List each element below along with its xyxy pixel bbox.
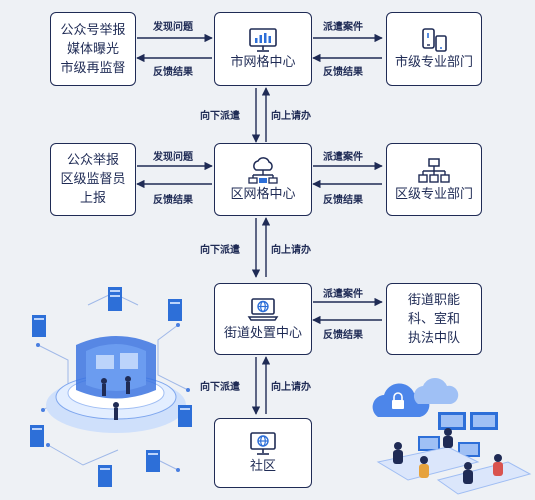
analytics-monitor-icon: [249, 28, 277, 52]
edge-label-feedback-5: 反馈结果: [323, 330, 363, 341]
edge-label-report-issue-1: 发现问题: [153, 22, 193, 33]
city-grid-center-box: 市网格中心: [214, 12, 312, 86]
district-grid-center-label: 区网格中心: [230, 186, 296, 202]
city-source-line-3: 市级再监督: [60, 60, 126, 76]
street-center-box: 街道处置中心: [214, 283, 312, 355]
edge-label-report-issue-2: 发现问题: [153, 152, 193, 163]
monitor-globe-icon: [250, 432, 276, 455]
district-source-line-3: 上报: [79, 191, 106, 206]
edge-label-feedback-2: 反馈结果: [323, 67, 363, 78]
street-units-line-2: 科、室和: [407, 311, 460, 327]
city-grid-center-label: 市网格中心: [230, 55, 296, 70]
city-source-box: 公众号举报 媒体曝光 市级再监督: [50, 12, 136, 86]
org-hierarchy-icon: [418, 157, 450, 183]
edge-label-feedback-4: 反馈结果: [323, 195, 363, 206]
edge-label-feedback-1: 反馈结果: [153, 67, 193, 78]
city-departments-box: 市级专业部门: [386, 12, 482, 86]
street-center-label: 街道处置中心: [223, 326, 302, 341]
city-source-line-1: 公众号举报: [60, 22, 126, 38]
devices-icon: [422, 28, 447, 52]
city-departments-label: 市级专业部门: [394, 55, 473, 70]
district-source-line-2: 区级监督员: [60, 172, 126, 187]
edge-label-request-up-1: 向上请办: [271, 111, 311, 122]
edge-label-feedback-3: 反馈结果: [153, 195, 193, 206]
community-label: 社区: [249, 459, 276, 474]
edge-label-request-up-2: 向上请办: [271, 245, 311, 256]
edge-label-dispatch-down-3: 向下派遣: [200, 382, 240, 393]
district-departments-box: 区级专业部门: [386, 143, 482, 216]
district-source-line-1: 公众举报: [66, 153, 119, 168]
edge-label-dispatch-case-3: 派遣案件: [323, 289, 363, 300]
cloud-network-icon: [248, 156, 278, 184]
community-box: 社区: [214, 418, 312, 488]
edge-label-dispatch-case-1: 派遣案件: [323, 22, 363, 33]
edge-label-dispatch-down-1: 向下派遣: [200, 111, 240, 122]
district-grid-center-box: 区网格中心: [214, 143, 312, 216]
street-units-line-3: 执法中队: [407, 330, 460, 346]
district-departments-label: 区级专业部门: [394, 186, 473, 202]
city-source-line-2: 媒体曝光: [66, 41, 119, 57]
street-units-line-1: 街道职能: [407, 292, 460, 308]
edge-label-dispatch-case-2: 派遣案件: [323, 152, 363, 163]
data-center-illustration: [30, 287, 192, 487]
laptop-globe-icon: [247, 298, 279, 321]
edge-label-request-up-3: 向上请办: [271, 382, 311, 393]
district-source-box: 公众举报 区级监督员 上报: [50, 143, 136, 216]
edge-label-dispatch-down-2: 向下派遣: [200, 245, 240, 256]
street-units-box: 街道职能 科、室和 执法中队: [386, 283, 482, 355]
operations-team-illustration: [372, 378, 532, 495]
